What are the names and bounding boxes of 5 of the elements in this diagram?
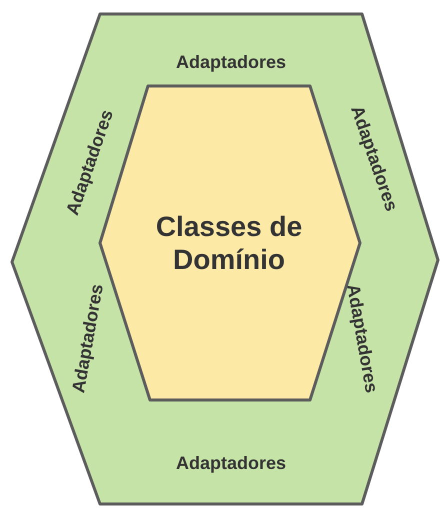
layer-label: Adaptadores — [176, 52, 286, 72]
core-label: Classes de Domínio — [154, 210, 304, 277]
layer-label: Adaptadores — [68, 282, 108, 394]
layer-label: Adaptadores — [176, 452, 286, 474]
layer-label: Adaptadores — [342, 282, 382, 394]
